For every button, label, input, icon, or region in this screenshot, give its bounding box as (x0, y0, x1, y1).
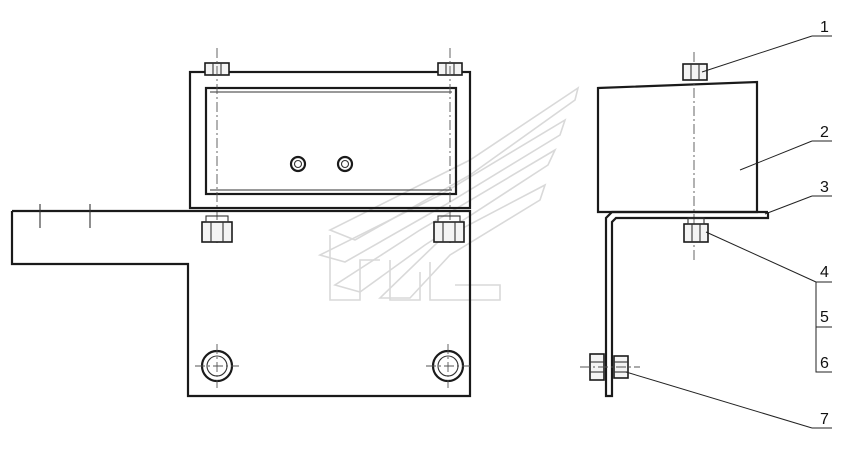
side-top-nut (682, 63, 708, 81)
side-view (580, 52, 770, 398)
leader-lines (625, 35, 832, 429)
callout-6: 6 (820, 355, 829, 372)
indicator-hole-right (336, 155, 354, 173)
plate-bolt-left (201, 215, 233, 243)
callout-2: 2 (820, 124, 829, 141)
indicator-hole-left (289, 155, 307, 173)
bracket-plate (10, 209, 472, 398)
side-bottom-nut (683, 223, 709, 243)
callout-1: 1 (820, 19, 829, 36)
front-box-inner (204, 86, 458, 196)
front-box-outer (188, 70, 472, 210)
callout-7: 7 (820, 411, 829, 428)
plate-bolt-right (433, 215, 465, 243)
mount-hole-right (426, 344, 470, 388)
side-horizontal-bolt (580, 353, 640, 381)
side-box (596, 80, 759, 214)
callout-4: 4 (820, 264, 829, 281)
front-view (10, 48, 472, 398)
callout-5: 5 (820, 309, 829, 326)
mount-hole-left (195, 344, 239, 388)
side-bracket (604, 210, 770, 398)
callout-3: 3 (820, 179, 829, 196)
